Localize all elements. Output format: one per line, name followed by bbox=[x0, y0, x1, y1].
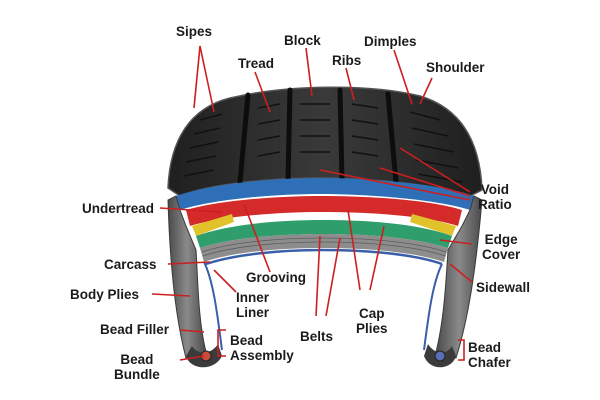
label-edge-cover-line1: Edge bbox=[484, 232, 518, 247]
label-grooving: Grooving bbox=[246, 270, 306, 285]
label-inner-liner-line2: Liner bbox=[236, 305, 270, 320]
label-sidewall: Sidewall bbox=[476, 280, 531, 295]
label-body-plies: Body Plies bbox=[70, 287, 140, 302]
label-ribs: Ribs bbox=[332, 53, 362, 68]
label-cap-plies-line1: Cap bbox=[359, 306, 385, 321]
label-dimples: Dimples bbox=[364, 34, 417, 49]
label-shoulder: Shoulder bbox=[426, 60, 485, 75]
label-bead-chafer-line1: Bead bbox=[468, 340, 502, 355]
leader-lines bbox=[151, 45, 473, 361]
inner-liner-curve bbox=[205, 248, 443, 266]
label-bead-assembly-line1: Bead bbox=[230, 333, 264, 348]
label-bead-bundle-line2: Bundle bbox=[114, 367, 160, 382]
bead-left bbox=[186, 344, 222, 368]
ply-stripes bbox=[201, 237, 447, 257]
inner-wall-left bbox=[203, 261, 223, 351]
tread-sipes bbox=[183, 103, 463, 183]
label-bead-assembly-line2: Assembly bbox=[230, 348, 294, 363]
label-carcass: Carcass bbox=[104, 257, 157, 272]
label-bead-assembly: Bead Assembly bbox=[230, 333, 294, 363]
cap-ply-green-layer bbox=[196, 220, 452, 248]
label-inner-liner-line1: Inner bbox=[236, 290, 270, 305]
label-belts: Belts bbox=[300, 329, 334, 344]
label-edge-cover-line2: Cover bbox=[482, 247, 521, 262]
label-bead-chafer: Bead Chafer bbox=[468, 340, 511, 370]
edge-cover-right bbox=[410, 214, 456, 236]
label-void-ratio-line2: Ratio bbox=[478, 197, 512, 212]
edge-cover-left bbox=[192, 214, 234, 236]
label-sipes: Sipes bbox=[176, 24, 213, 39]
label-cap-plies-line2: Plies bbox=[356, 321, 388, 336]
label-tread: Tread bbox=[238, 56, 275, 71]
label-bead-bundle: Bead Bundle bbox=[114, 352, 160, 382]
label-block: Block bbox=[284, 33, 321, 48]
label-inner-liner: Inner Liner bbox=[236, 290, 269, 320]
label-cap-plies: Cap Plies bbox=[356, 306, 388, 336]
bead-right bbox=[424, 344, 456, 368]
belt-red-layer bbox=[186, 196, 462, 226]
label-void-ratio: Void Ratio bbox=[478, 182, 512, 212]
label-undertread: Undertread bbox=[82, 201, 155, 216]
inner-wall-right bbox=[423, 263, 443, 351]
label-bead-bundle-line1: Bead bbox=[120, 352, 154, 367]
label-bead-filler: Bead Filler bbox=[100, 322, 170, 337]
tread-grooves bbox=[237, 87, 399, 185]
label-bead-chafer-line2: Chafer bbox=[468, 355, 511, 370]
label-edge-cover: Edge Cover bbox=[482, 232, 520, 262]
label-void-ratio-line1: Void bbox=[480, 182, 509, 197]
